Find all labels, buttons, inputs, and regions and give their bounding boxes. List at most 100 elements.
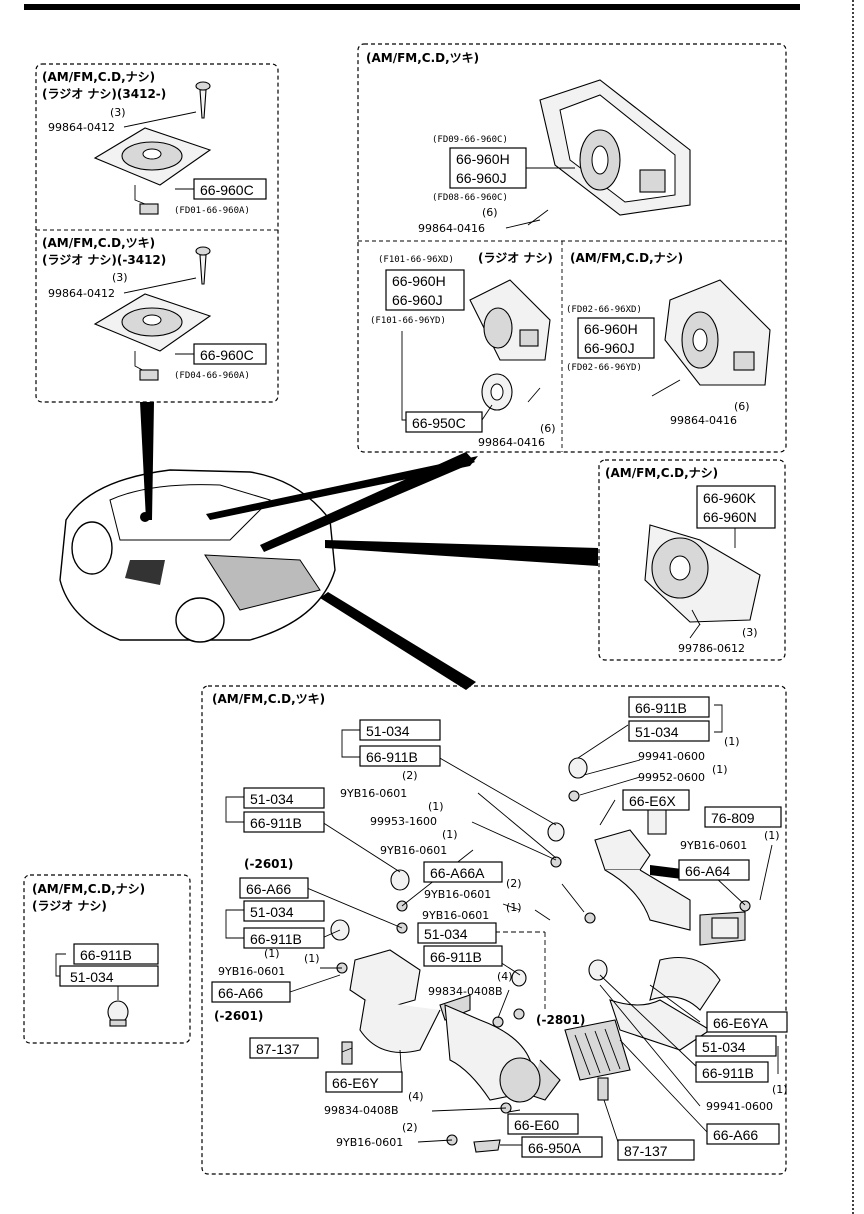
- part-number: 66-E60: [514, 1117, 559, 1133]
- part-number: 66-960J: [584, 340, 635, 356]
- screw-label: 99864-0416: [670, 414, 737, 427]
- part-number: 66-A66: [246, 881, 291, 897]
- subpart-label: (FD08-66-960C): [432, 193, 508, 203]
- screw-label: 9YB16-0601: [424, 888, 491, 901]
- qty-label: (1): [304, 952, 320, 965]
- part-number: 66-A66: [713, 1127, 758, 1143]
- screw-label: 9YB16-0601: [380, 844, 447, 857]
- part-number: 66-911B: [430, 949, 482, 965]
- door-speaker-assembly-icon: [539, 79, 691, 216]
- panel-subtitle: (ラジオ ナシ)(3412-): [42, 87, 166, 101]
- qty-label: (1): [724, 735, 740, 748]
- part-number: 66-E6Y: [332, 1075, 379, 1091]
- part-box: [507, 1113, 579, 1135]
- car-illustration: [59, 469, 336, 643]
- panel-title: (AM/FM,C.D,ナシ): [605, 466, 718, 480]
- part-box: [211, 981, 291, 1003]
- part-box: [243, 927, 325, 949]
- leader-wedge: [325, 540, 598, 566]
- panel-title: (AM/FM,C.D,ナシ): [570, 251, 683, 265]
- part-number: 66-911B: [702, 1065, 754, 1081]
- rear-speaker-icon: [644, 524, 761, 623]
- qty-label: (1): [712, 763, 728, 776]
- part-box: [325, 1071, 403, 1093]
- qty-label: (1): [772, 1083, 788, 1096]
- qty-label: (6): [734, 400, 750, 413]
- qty-label: (6): [482, 206, 498, 219]
- panel-title: (AM/FM,C.D,ツキ): [366, 51, 479, 65]
- leader-wedge: [140, 402, 154, 520]
- screw-label: 99834-0408B: [428, 985, 503, 998]
- part-box: [239, 877, 309, 899]
- part-box: [385, 269, 465, 311]
- part-box: [243, 811, 325, 833]
- qty-label: (2): [506, 877, 522, 890]
- screw-label: 99786-0612: [678, 642, 745, 655]
- part-number: 87-137: [624, 1143, 668, 1159]
- door-speaker-icon: [469, 279, 551, 411]
- part-number: 51-034: [70, 969, 114, 985]
- date-range-label: (-2601): [214, 1009, 263, 1023]
- top-rule: [24, 4, 800, 10]
- subpart-label: (F101-66-96YD): [370, 316, 446, 326]
- part-box: [73, 943, 159, 965]
- part-box: [617, 1139, 695, 1161]
- qty-label: (3): [742, 626, 758, 639]
- part-box: [577, 317, 655, 359]
- part-number: 66-911B: [366, 749, 418, 765]
- subpart-label: (FD04-66-960A): [174, 371, 250, 381]
- part-box: [678, 859, 750, 881]
- main-leader-lines: [225, 704, 779, 1149]
- part-box: [706, 1123, 780, 1145]
- door-speaker-icon: [664, 279, 771, 386]
- part-number: 51-034: [250, 904, 294, 920]
- part-number: 66-911B: [635, 700, 687, 716]
- part-box: [359, 719, 441, 741]
- subpart-label: (FD09-66-960C): [432, 135, 508, 145]
- part-number: 66-960H: [584, 321, 638, 337]
- subpart-label: (F101-66-96XD): [378, 255, 454, 265]
- speaker-icon: [93, 293, 212, 381]
- qty-label: (1): [264, 947, 280, 960]
- panel-rear-nashi-content: (AM/FM,C.D,ナシ) 66-960K 66-960N (3) 99786…: [605, 466, 776, 655]
- part-number: 66-E6YA: [713, 1015, 769, 1031]
- part-number: 66-911B: [250, 815, 302, 831]
- panel-subtitle: (ラジオ ナシ): [32, 899, 107, 913]
- panel-door-speakers: [357, 43, 787, 453]
- screw-label: 99941-0600: [638, 750, 705, 763]
- part-box: [628, 696, 710, 718]
- part-box: [249, 1037, 319, 1059]
- date-range-label: (-2601): [244, 857, 293, 871]
- panel-subtitle: (ラジオ ナシ)(-3412): [42, 253, 166, 267]
- panel-main-ducts: [201, 685, 787, 1175]
- qty-label: (3): [110, 106, 126, 119]
- subpart-label: (FD02-66-96XD): [566, 305, 642, 315]
- part-box: [417, 922, 497, 944]
- part-number: 66-950A: [528, 1140, 582, 1156]
- part-number: 66-911B: [250, 931, 302, 947]
- panel-small-left-content: (AM/FM,C.D,ナシ) (ラジオ ナシ) 66-911B 51-034: [32, 882, 159, 1027]
- screw-icon: [195, 246, 211, 285]
- part-box: [706, 1011, 788, 1033]
- panel-title: (AM/FM,C.D,ツキ): [42, 236, 155, 250]
- part-box: [423, 945, 503, 967]
- part-number: 66-960C: [200, 182, 254, 198]
- panel-speaker-b: (AM/FM,C.D,ツキ) (ラジオ ナシ)(-3412) (3) 99864…: [42, 236, 267, 381]
- panel-title: (AM/FM,C.D,ナシ): [42, 70, 155, 84]
- part-number: 66-A66A: [430, 865, 485, 881]
- qty-label: (1): [428, 800, 444, 813]
- panel-speaker-ab: [35, 63, 279, 403]
- part-box: [622, 789, 690, 811]
- part-number: 66-911B: [80, 947, 132, 963]
- part-box: [359, 745, 441, 767]
- panel-door-radio: (F101-66-96XD) (ラジオ ナシ) 66-960H 66-960J …: [370, 251, 556, 449]
- part-box: [628, 720, 710, 742]
- part-number: 66-960C: [200, 347, 254, 363]
- leader-wedge: [260, 452, 475, 552]
- part-number: 51-034: [250, 791, 294, 807]
- screw-label: 99952-0600: [638, 771, 705, 784]
- part-number: 87-137: [256, 1041, 300, 1057]
- part-box: [243, 900, 325, 922]
- part-box: [423, 861, 503, 883]
